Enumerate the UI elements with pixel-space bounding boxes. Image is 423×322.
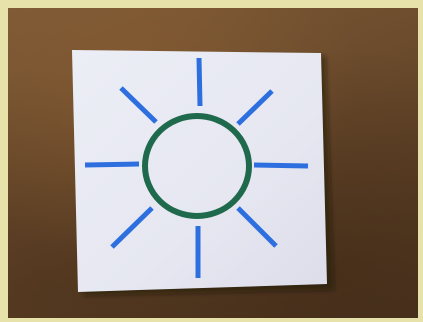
photo-scene bbox=[8, 8, 418, 318]
ray-left bbox=[85, 164, 139, 165]
ray-top bbox=[199, 58, 200, 106]
photo bbox=[8, 8, 418, 318]
ray-right bbox=[254, 165, 308, 166]
